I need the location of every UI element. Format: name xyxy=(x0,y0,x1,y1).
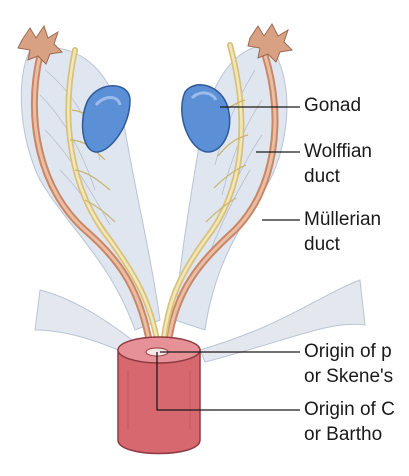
label-wolffian-duct-line2: duct xyxy=(304,166,340,188)
label-mullerian-duct-line2: duct xyxy=(304,234,340,256)
label-bartholin-origin-line2: or Bartho xyxy=(304,424,382,446)
mesentery xyxy=(21,45,287,330)
label-gonad: Gonad xyxy=(304,95,361,117)
label-paraurethral-origin-line2: or Skene's xyxy=(304,366,393,388)
label-mullerian-duct-line1: Müllerian xyxy=(304,209,381,231)
urogenital-sinus xyxy=(118,337,200,454)
label-bartholin-origin-line1: Origin of C xyxy=(304,399,395,421)
label-wolffian-duct-line1: Wolffian xyxy=(304,141,372,163)
label-paraurethral-origin-line1: Origin of p xyxy=(304,341,392,363)
